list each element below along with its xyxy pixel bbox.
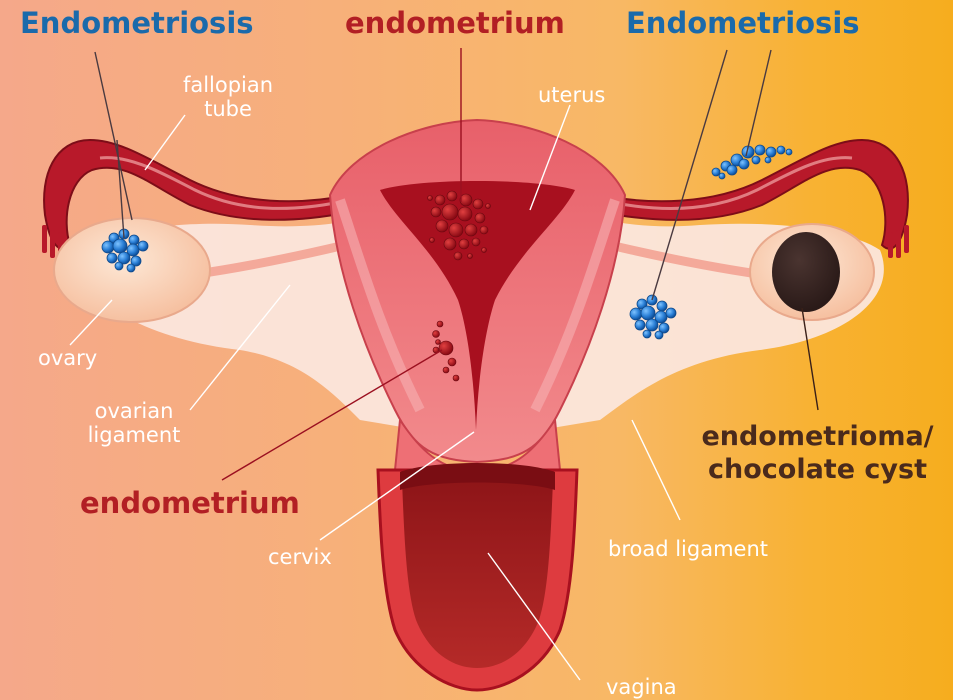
label-endometrioma-line2: chocolate cyst <box>690 455 945 485</box>
label-cervix: cervix <box>268 546 332 569</box>
leader-fallopian-tube <box>145 115 185 170</box>
leader-endometriosis-right-b <box>746 50 771 156</box>
leader-endometriosis-left <box>95 52 132 220</box>
label-uterus: uterus <box>538 84 605 107</box>
label-broad-ligament: broad ligament <box>608 538 768 561</box>
label-endometrium-bottom: endometrium <box>80 488 300 520</box>
label-vagina: vagina <box>606 676 677 699</box>
chocolate-cyst <box>772 232 840 312</box>
label-ovarian-ligament-line1: ovarian <box>78 400 190 423</box>
label-endometriosis-left: Endometriosis <box>20 8 254 40</box>
label-ovarian-ligament-line2: ligament <box>78 424 190 447</box>
label-endometrioma-line1: endometrioma/ <box>690 422 945 452</box>
label-endometriosis-right: Endometriosis <box>626 8 860 40</box>
leader-broad-ligament <box>632 420 680 520</box>
label-fallopian-tube-line2: tube <box>172 98 284 121</box>
label-ovary: ovary <box>38 347 97 370</box>
label-endometrium-top: endometrium <box>345 8 565 40</box>
label-fallopian-tube-line1: fallopian <box>172 74 284 97</box>
